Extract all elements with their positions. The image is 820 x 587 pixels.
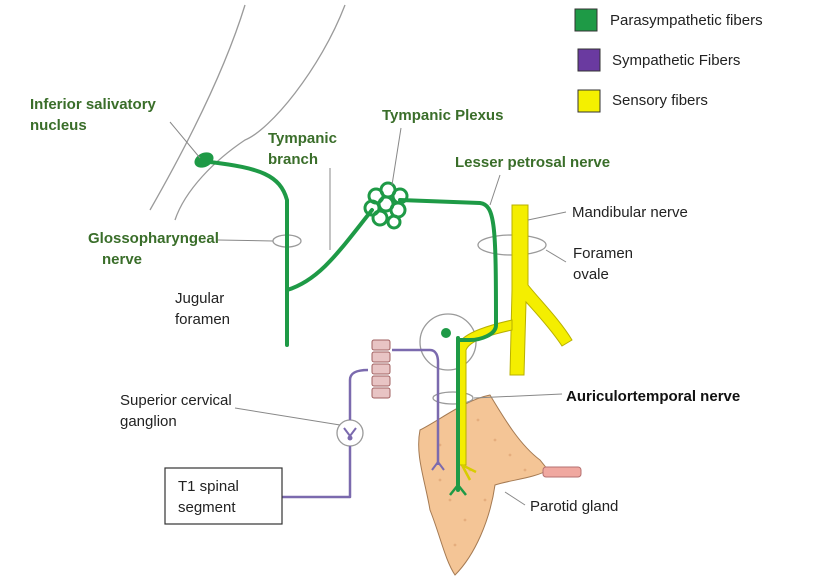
superior-cervical-ganglion-cell	[344, 428, 356, 436]
label-superior-cervical-ganglion: Superior cervical ganglion	[120, 390, 232, 432]
label-tympanic-plexus: Tympanic Plexus	[382, 105, 503, 126]
legend-label-sympathetic: Sympathetic Fibers	[612, 50, 740, 71]
legend-swatch-sympathetic	[578, 49, 600, 71]
label-line: Jugular	[175, 288, 230, 309]
otic-ganglion-cell	[441, 328, 451, 338]
tympanic-plexus-loops	[365, 183, 407, 228]
label-inferior-salivatory-nucleus: Inferior salivatory nucleus	[30, 94, 156, 136]
label-line: T1 spinal	[178, 476, 239, 497]
foramen-rings	[273, 235, 546, 446]
label-line: ovale	[573, 264, 633, 285]
label-auriculotemporal-nerve: Auriculortemporal nerve	[566, 386, 740, 407]
label-foramen-ovale: Foramen ovale	[573, 243, 633, 285]
label-line: Tympanic	[268, 128, 337, 149]
label-line: nerve	[88, 249, 219, 270]
label-line: Foramen	[573, 243, 633, 264]
sympathetic-pathway	[282, 350, 438, 497]
legend-label-sensory: Sensory fibers	[612, 90, 708, 111]
label-line: Inferior salivatory	[30, 94, 156, 115]
label-line: segment	[178, 497, 239, 518]
label-lesser-petrosal-nerve: Lesser petrosal nerve	[455, 152, 610, 173]
label-parotid-gland: Parotid gland	[530, 496, 618, 517]
label-glossopharyngeal-nerve: Glossopharyngeal nerve	[88, 228, 219, 270]
legend-label-parasympathetic: Parasympathetic fibers	[610, 10, 763, 31]
parotid-duct	[543, 467, 581, 477]
legend-swatch-sensory	[578, 90, 600, 112]
label-line: Glossopharyngeal	[88, 228, 219, 249]
legend-swatch-parasympathetic	[575, 9, 597, 31]
sympathetic-chain	[372, 340, 390, 398]
label-line: branch	[268, 149, 337, 170]
label-tympanic-branch: Tympanic branch	[268, 128, 337, 170]
label-line: nucleus	[30, 115, 156, 136]
label-t1-spinal-segment: T1 spinal segment	[178, 476, 239, 518]
superior-cervical-ganglion-ring	[337, 420, 363, 446]
label-line: foramen	[175, 309, 230, 330]
label-mandibular-nerve: Mandibular nerve	[572, 202, 688, 223]
label-line: Superior cervical	[120, 390, 232, 411]
label-jugular-foramen: Jugular foramen	[175, 288, 230, 330]
label-line: ganglion	[120, 411, 232, 432]
brainstem-outline	[150, 5, 345, 220]
